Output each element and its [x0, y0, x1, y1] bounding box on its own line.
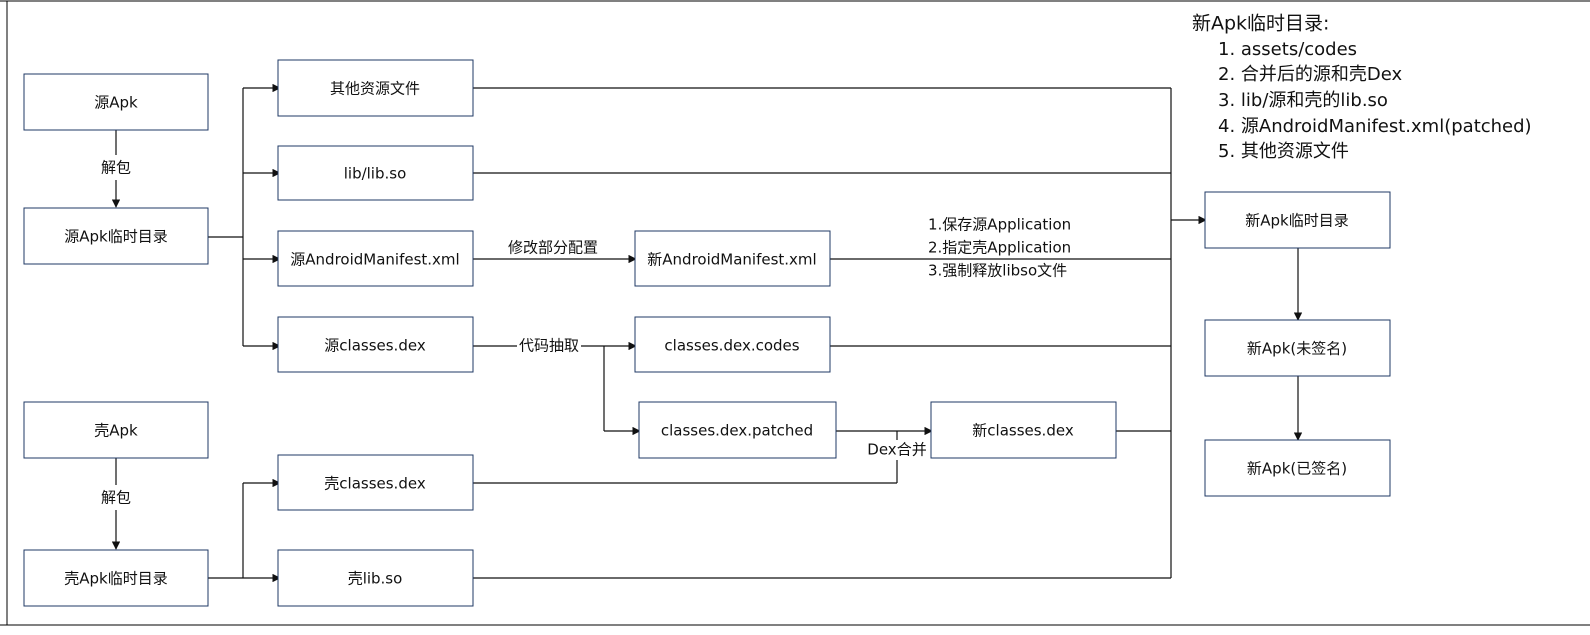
- notes-block: 新Apk临时目录: 1. assets/codes 2. 合并后的源和壳Dex …: [1192, 13, 1532, 163]
- node-src-manifest-label: 源AndroidManifest.xml: [290, 251, 459, 269]
- notes-item: 4. 源AndroidManifest.xml(patched): [1218, 116, 1532, 137]
- edge-label-manifest-step1: 1.保存源Application: [928, 216, 1071, 234]
- node-src-dex-label: 源classes.dex: [324, 337, 426, 355]
- edge-label-extract-code: 代码抽取: [519, 337, 579, 355]
- node-shell-apk-label: 壳Apk: [94, 422, 138, 440]
- node-new-manifest-label: 新AndroidManifest.xml: [647, 251, 816, 269]
- node-new-manifest: 新AndroidManifest.xml: [634, 230, 831, 287]
- node-dex-codes-label: classes.dex.codes: [664, 337, 799, 355]
- node-other-res: 其他资源文件: [277, 59, 474, 117]
- node-dex-codes: classes.dex.codes: [634, 316, 831, 373]
- notes-title: 新Apk临时目录:: [1192, 13, 1329, 35]
- node-src-tmp: 源Apk临时目录: [23, 207, 209, 265]
- node-lib-so-label: lib/lib.so: [344, 165, 407, 183]
- edge-label-extract-bg: [517, 336, 581, 356]
- notes-item: 1. assets/codes: [1218, 39, 1357, 60]
- node-shell-dex: 壳classes.dex: [277, 454, 474, 511]
- node-new-unsigned-label: 新Apk(未签名): [1247, 340, 1347, 358]
- node-src-manifest: 源AndroidManifest.xml: [277, 230, 474, 287]
- edge-label-modify-config: 修改部分配置: [508, 239, 598, 257]
- edge-label-manifest-step3: 3.强制释放libso文件: [928, 262, 1067, 280]
- node-new-dex-label: 新classes.dex: [972, 422, 1074, 440]
- node-src-apk: 源Apk: [23, 73, 209, 131]
- node-src-apk-label: 源Apk: [94, 94, 138, 112]
- notes-item: 3. lib/源和壳的lib.so: [1218, 90, 1388, 111]
- node-shell-apk: 壳Apk: [23, 401, 209, 459]
- node-new-dex: 新classes.dex: [930, 401, 1117, 459]
- node-shell-lib: 壳lib.so: [277, 549, 474, 607]
- edge-label-unpack-shell: 解包: [101, 489, 131, 507]
- edge-label-merge-bg: [866, 440, 928, 460]
- node-shell-dex-label: 壳classes.dex: [324, 475, 426, 493]
- node-new-tmp-label: 新Apk临时目录: [1245, 212, 1348, 230]
- edge-label-dex-merge: Dex合并: [867, 441, 926, 459]
- node-new-signed-label: 新Apk(已签名): [1247, 460, 1347, 478]
- node-new-signed: 新Apk(已签名): [1204, 439, 1391, 497]
- node-dex-patched: classes.dex.patched: [638, 401, 837, 459]
- node-dex-patched-label: classes.dex.patched: [661, 422, 813, 440]
- notes-item: 5. 其他资源文件: [1218, 141, 1349, 162]
- edge-label-unpack-src: 解包: [101, 159, 131, 177]
- node-other-res-label: 其他资源文件: [330, 80, 420, 98]
- node-shell-tmp: 壳Apk临时目录: [23, 549, 209, 607]
- node-src-dex: 源classes.dex: [277, 316, 474, 373]
- node-lib-so: lib/lib.so: [277, 145, 474, 201]
- node-shell-lib-label: 壳lib.so: [348, 570, 403, 588]
- node-shell-tmp-label: 壳Apk临时目录: [64, 570, 167, 588]
- notes-item: 2. 合并后的源和壳Dex: [1218, 64, 1403, 85]
- node-new-unsigned: 新Apk(未签名): [1204, 319, 1391, 377]
- node-src-tmp-label: 源Apk临时目录: [64, 228, 167, 246]
- edge-label-manifest-step2: 2.指定壳Application: [928, 239, 1071, 257]
- node-new-tmp: 新Apk临时目录: [1204, 191, 1391, 249]
